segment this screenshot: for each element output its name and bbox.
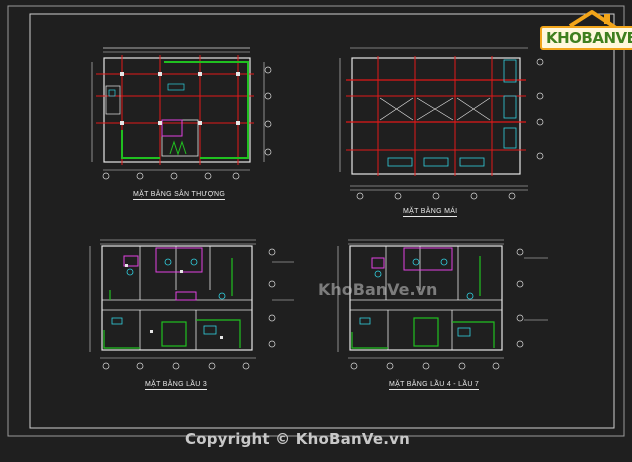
plan-floor-4-7 [337,239,548,370]
copyright-text: Copyright © KhoBanVe.vn [185,430,410,448]
title-floor-4-7: MẶT BẰNG LẦU 4 - LẦU 7 [389,381,480,388]
logo-text: KHOBANVE [540,26,632,50]
title-floor-3: MẶT BẰNG LẦU 3 [145,381,208,388]
logo-house-roof-icon [568,10,618,30]
plan-roof [339,47,544,200]
title-roof: MẶT BẰNG MÁI [403,208,458,215]
sheet-frame-outer [7,5,625,437]
plan-roof-terrace [91,47,272,180]
sheet-frame-inner [29,13,615,429]
title-roof-terrace: MẶT BẰNG SÂN THƯỢNG [133,191,226,198]
plan-floor-3 [89,239,294,370]
watermark: KhoBanVe.vn [318,280,438,299]
